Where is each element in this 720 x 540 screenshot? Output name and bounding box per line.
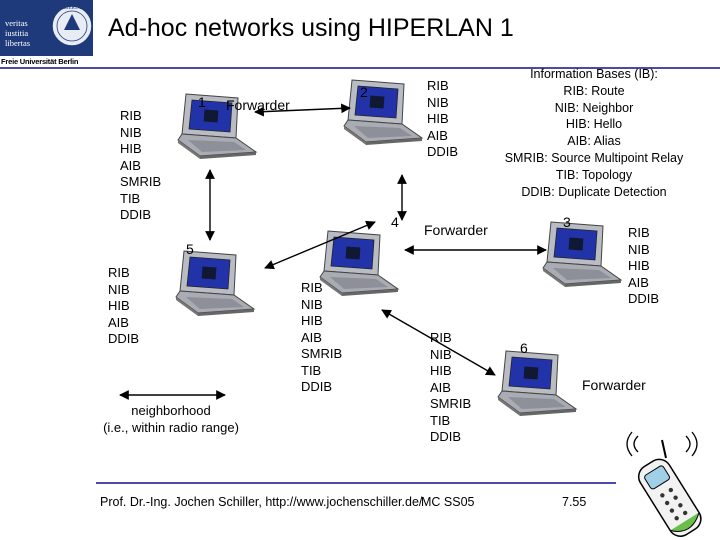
forwarder-label-node-4: Forwarder <box>424 222 488 238</box>
university-logo: LIBERTAS <box>0 0 93 68</box>
laptop-node-3 <box>542 221 622 288</box>
footer-rule <box>96 482 616 484</box>
logo-university-name: Freie Universität Berlin <box>1 57 79 66</box>
laptop-node-5 <box>175 250 255 317</box>
ib-list-node-4: RIB NIB HIB AIB SMRIB TIB DDIB <box>301 280 343 394</box>
node-number-1: 1 <box>198 94 206 110</box>
title-rule <box>0 67 720 69</box>
ib-list-node-3: RIB NIB HIB AIB DDIB <box>628 225 660 306</box>
svg-text:LIBERTAS: LIBERTAS <box>60 6 83 11</box>
footer-course: MC SS05 <box>421 495 475 509</box>
link-1-2 <box>254 103 351 117</box>
laptop-node-6 <box>497 350 577 417</box>
slide-title: Ad-hoc networks using HIPERLAN 1 <box>108 14 514 42</box>
link-5-4 <box>264 220 376 270</box>
forwarder-label-node-6: Forwarder <box>582 377 646 393</box>
ib-list-node-2: RIB NIB HIB AIB DDIB <box>427 78 459 159</box>
logo-motto: veritas iustitia libertas <box>5 18 31 48</box>
mobile-phone-icon <box>626 431 702 537</box>
neighborhood-legend: neighborhood (i.e., within radio range) <box>103 403 239 435</box>
laptop-node-2 <box>343 79 423 146</box>
footer-author: Prof. Dr.-Ing. Jochen Schiller, http://w… <box>100 495 423 509</box>
forwarder-label-node-1: Forwarder <box>226 97 290 113</box>
node-number-2: 2 <box>360 84 368 100</box>
node-number-3: 3 <box>563 214 571 230</box>
link-4-6 <box>381 309 496 376</box>
information-bases-legend: Information Bases (IB): RIB: Route NIB: … <box>504 67 684 199</box>
footer-page-number: 7.55 <box>562 495 587 509</box>
ib-list-node-1: RIB NIB HIB AIB SMRIB TIB DDIB <box>120 108 162 222</box>
node-number-6: 6 <box>520 340 528 356</box>
node-number-4: 4 <box>391 214 399 230</box>
ib-list-node-5: RIB NIB HIB AIB DDIB <box>108 265 140 346</box>
ib-list-node-6: RIB NIB HIB AIB SMRIB TIB DDIB <box>430 330 472 444</box>
node-number-5: 5 <box>186 241 194 257</box>
